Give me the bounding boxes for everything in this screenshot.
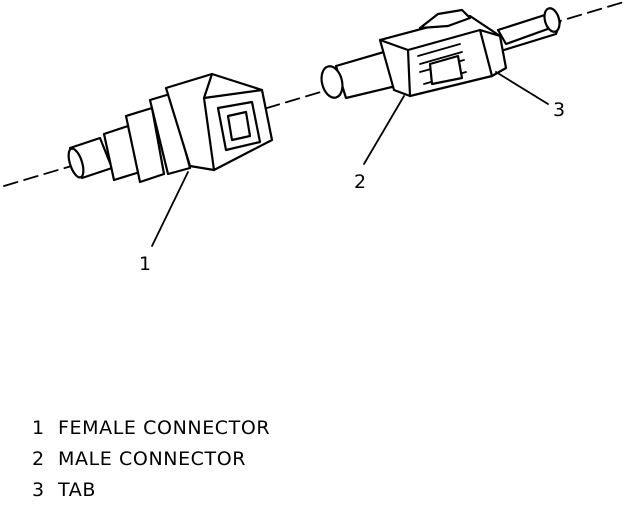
leader-line-2 [363, 95, 405, 165]
parts-legend: 1 FEMALE CONNECTOR 2 MALE CONNECTOR 3 TAB [32, 413, 270, 506]
male-connector-drawing [320, 7, 562, 100]
legend-label: TAB [58, 479, 96, 501]
callout-number-2: 2 [354, 171, 366, 193]
legend-number: 1 [32, 417, 45, 439]
legend-item-female-connector: 1 FEMALE CONNECTOR [32, 413, 270, 444]
legend-item-tab: 3 TAB [32, 475, 270, 506]
legend-number: 3 [32, 479, 45, 501]
callout-number-3: 3 [553, 99, 565, 121]
legend-label: MALE CONNECTOR [58, 448, 247, 470]
legend-label: FEMALE CONNECTOR [58, 417, 271, 439]
legend-number: 2 [32, 448, 45, 470]
female-connector-drawing [67, 72, 274, 184]
legend-item-male-connector: 2 MALE CONNECTOR [32, 444, 270, 475]
leader-line-1 [151, 171, 189, 247]
callout-number-1: 1 [139, 253, 151, 275]
leader-line-3 [495, 71, 549, 105]
